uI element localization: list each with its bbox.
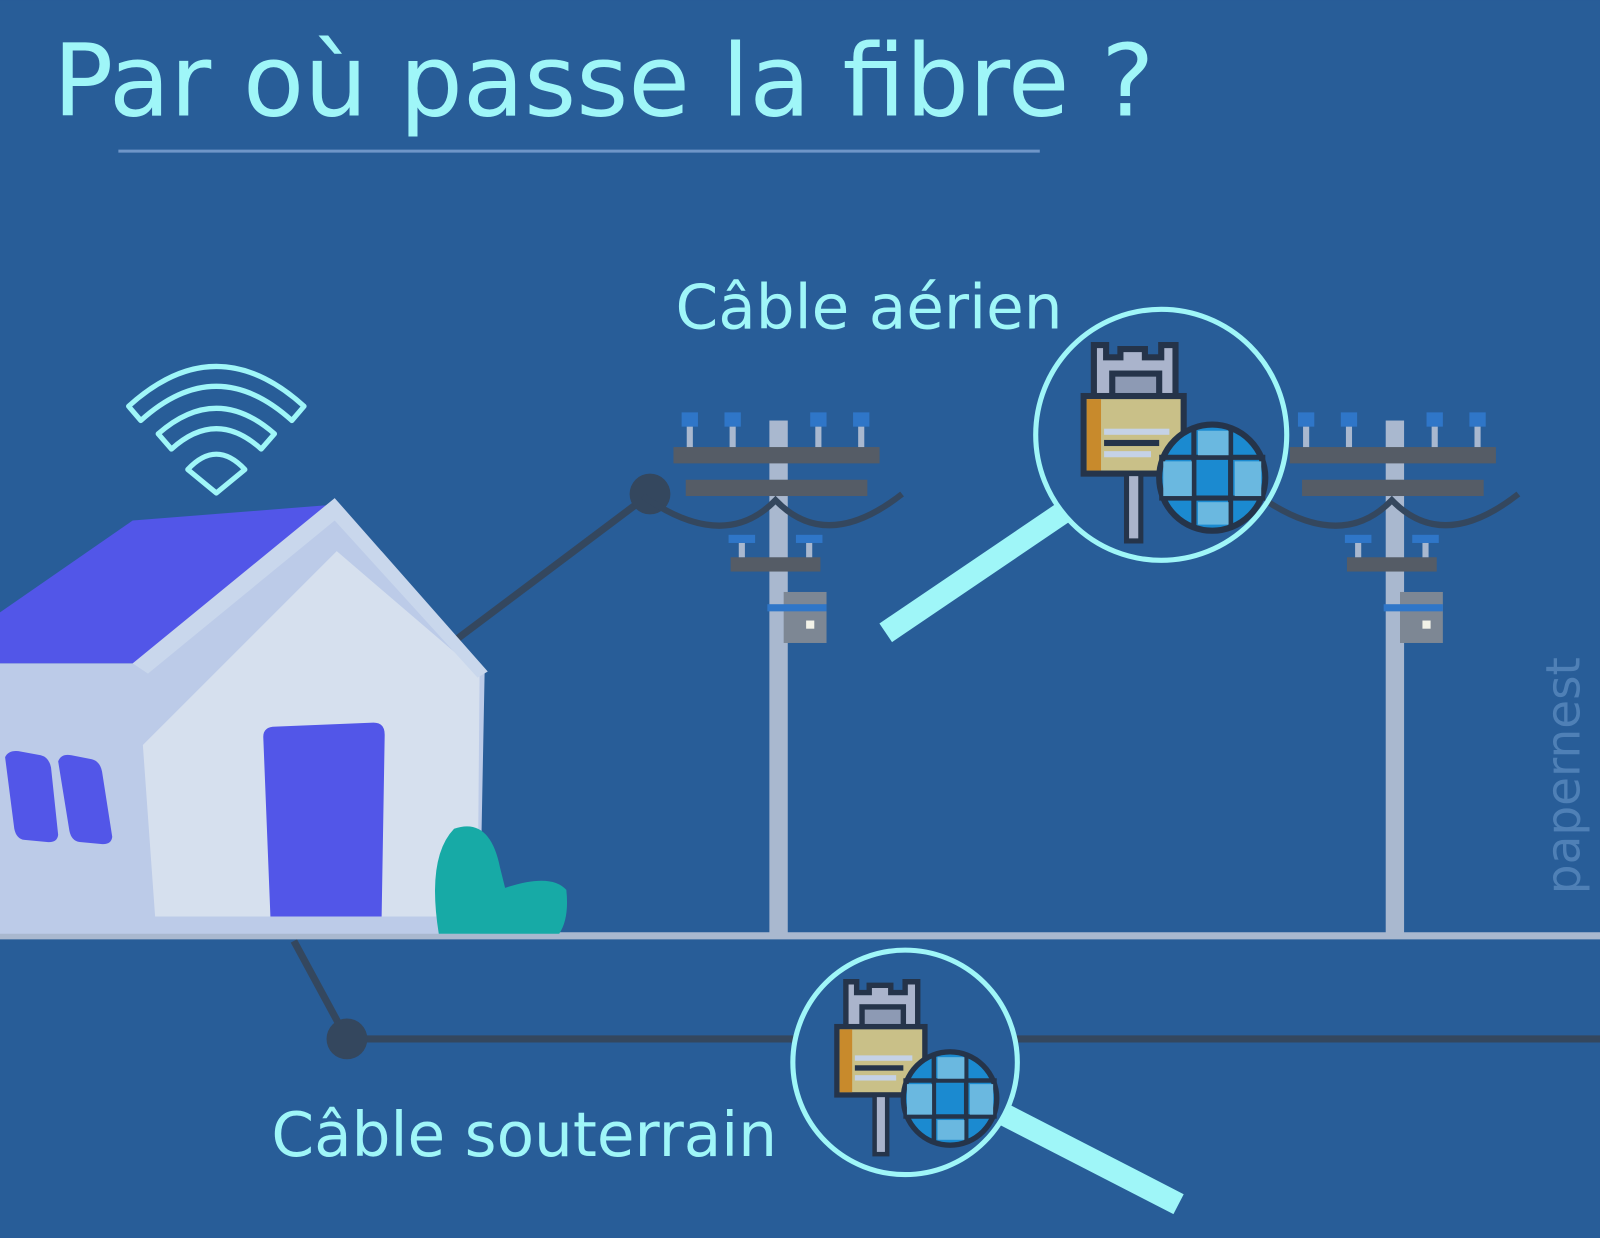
page-title: Par où passe la fibre ? <box>53 22 1154 139</box>
watermark-logo: papernest <box>1537 657 1592 894</box>
house-window <box>58 754 113 845</box>
bush <box>435 826 568 934</box>
house-illustration <box>0 498 568 934</box>
wifi-icon <box>126 364 307 496</box>
label-underground-cable: Câble souterrain <box>271 1100 777 1171</box>
house-roof <box>0 505 327 664</box>
house-window <box>5 751 59 843</box>
underground-cable <box>290 939 1600 1060</box>
magnifier-aerial-connector <box>879 306 1290 643</box>
house-door <box>263 722 385 917</box>
magnifier-underground-connector <box>790 947 1184 1215</box>
label-aerial-cable: Câble aérien <box>676 273 1063 344</box>
